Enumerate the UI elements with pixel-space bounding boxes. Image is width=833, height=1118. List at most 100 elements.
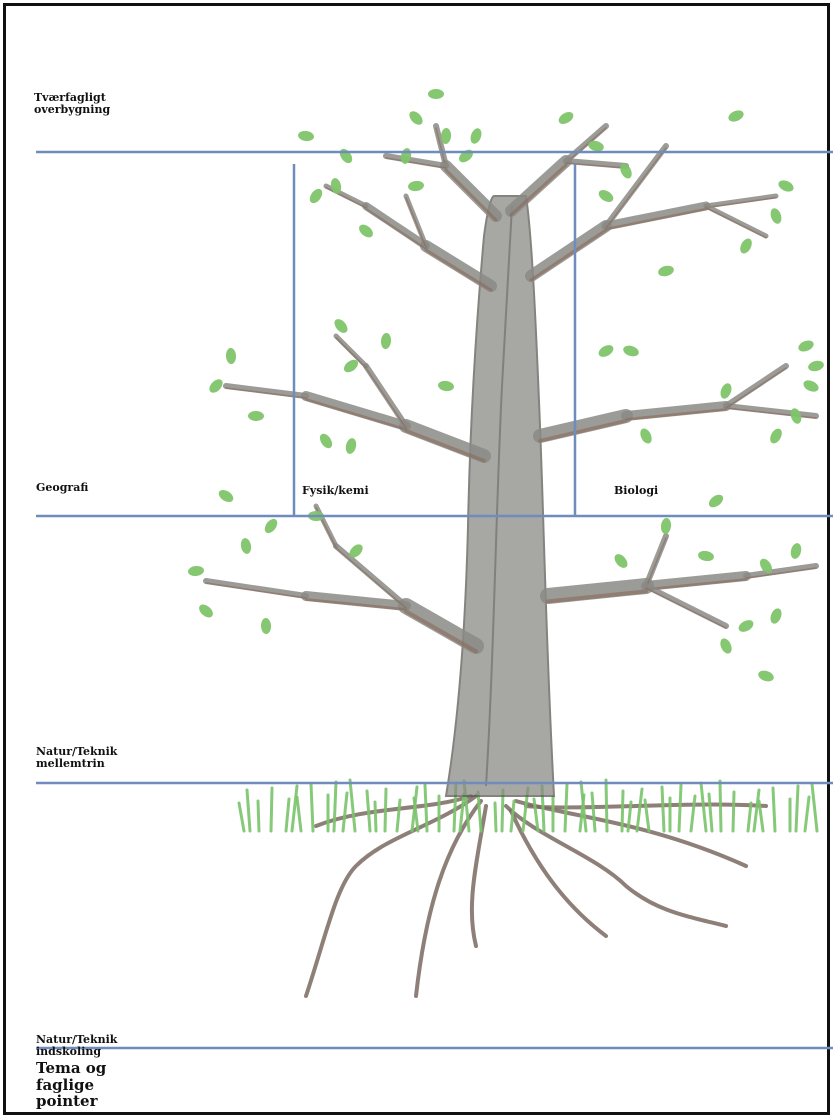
branch-shadow <box>706 208 766 238</box>
label-geografi: Geografi <box>36 482 88 494</box>
tree-branch <box>726 366 786 406</box>
leaf <box>337 147 354 166</box>
leaf <box>797 338 816 353</box>
grass-blade <box>271 788 272 831</box>
root-line <box>306 796 476 996</box>
tree-branch <box>540 416 626 436</box>
leaf <box>297 130 314 142</box>
grass-blade <box>495 803 496 831</box>
leaf <box>262 517 280 536</box>
tree-illustration <box>6 6 833 1118</box>
grass-blade <box>679 785 681 831</box>
grass-blade <box>773 788 775 831</box>
leaf <box>727 108 746 123</box>
leaf <box>768 427 785 446</box>
label-natur-teknik-indskoling: Natur/Teknik indskoling <box>36 1034 117 1057</box>
leaf <box>317 432 334 451</box>
tree-branch <box>646 586 726 626</box>
branch-shadow <box>531 230 606 280</box>
grass-blade <box>258 801 259 831</box>
leaf <box>768 607 783 626</box>
branch-shadow <box>646 588 726 628</box>
leaf <box>697 550 714 563</box>
grass-blade <box>622 791 623 831</box>
leaf <box>197 602 216 620</box>
branch-shadow <box>511 165 566 215</box>
leaf <box>807 359 825 373</box>
grass-blade <box>334 782 336 831</box>
leaf <box>188 565 205 577</box>
leaf <box>217 487 236 504</box>
grass-blade <box>796 786 798 831</box>
label-tema-faglige-pointer: Tema og faglige pointer <box>36 1060 106 1110</box>
leaf <box>789 407 803 425</box>
grass-blade <box>701 783 706 831</box>
leaf <box>380 333 391 350</box>
leaf <box>777 178 796 194</box>
leaf <box>457 147 476 165</box>
leaf <box>757 669 775 683</box>
root-line <box>316 796 471 826</box>
grass-blade <box>425 785 427 831</box>
leaf <box>469 127 484 145</box>
grass-blade <box>292 786 297 831</box>
leaf <box>737 618 756 635</box>
grass-blade <box>606 780 607 831</box>
grass-blade <box>754 790 759 831</box>
leaf <box>557 110 576 127</box>
leaf <box>707 492 726 510</box>
tree-branch <box>531 226 606 276</box>
root-line <box>472 806 486 946</box>
grass-blade <box>805 797 809 831</box>
leaf <box>428 89 444 99</box>
tree-branch <box>746 566 816 576</box>
leaf <box>597 343 616 360</box>
label-fysik-kemi: Fysik/kemi <box>302 485 369 497</box>
grass-blade <box>691 796 695 831</box>
leaf <box>332 317 350 336</box>
grass-blade <box>239 803 244 831</box>
branch-shadow <box>726 368 786 408</box>
leaf <box>407 109 425 128</box>
tree-branch <box>386 156 446 166</box>
grass-blade <box>343 793 347 831</box>
grass-blade <box>511 801 514 831</box>
branch-shadow <box>446 170 496 220</box>
leaf <box>660 518 672 535</box>
leaf <box>226 348 237 365</box>
leaf <box>344 437 357 455</box>
label-biologi: Biologi <box>614 485 658 497</box>
grass-blade <box>812 784 817 831</box>
branch-shadow <box>326 188 366 208</box>
leaf <box>207 377 225 395</box>
grass-blade <box>286 799 289 831</box>
grass-blade <box>397 800 400 831</box>
grass-blade <box>375 802 376 831</box>
tree-branch <box>206 581 306 596</box>
tree-branch <box>446 166 496 216</box>
leaf <box>597 188 616 205</box>
tree-branch <box>706 206 766 236</box>
tree-trunk <box>446 196 554 796</box>
label-tvaerfagligt-overbygning: Tværfagligt overbygning <box>34 92 110 115</box>
grass-blade <box>414 798 418 831</box>
tree-branch <box>511 161 566 211</box>
label-natur-teknik-mellemtrin: Natur/Teknik mellemtrin <box>36 746 117 769</box>
grass-blade <box>637 789 642 831</box>
leaf <box>437 380 454 392</box>
leaf <box>789 542 803 560</box>
leaf <box>738 237 754 256</box>
grass-blade <box>592 793 595 831</box>
leaf <box>657 264 675 278</box>
leaf <box>769 207 784 225</box>
leaf <box>622 344 640 358</box>
grass-blade <box>565 784 567 831</box>
leaf <box>407 180 424 192</box>
leaf <box>802 378 821 394</box>
branch-shadow <box>206 583 306 598</box>
leaf <box>718 382 733 401</box>
tree-branch <box>726 406 816 416</box>
root-line <box>511 811 606 936</box>
grass-blade <box>367 791 370 831</box>
leaf <box>240 537 253 554</box>
